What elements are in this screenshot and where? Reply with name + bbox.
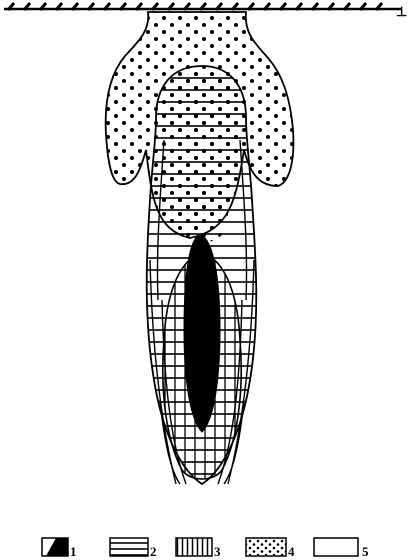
legend-label-4: 4 (288, 544, 295, 559)
legend-label-1: 1 (70, 544, 77, 559)
legend-item-1: 1 (42, 538, 77, 559)
legend-item-2: 2 (110, 538, 157, 559)
legend-item-3: 3 (176, 538, 221, 559)
corner-mark: ⊥ (396, 4, 407, 19)
zone-1-ore-body (184, 234, 220, 432)
legend-item-5: 5 (314, 538, 369, 559)
legend-label-2: 2 (150, 544, 157, 559)
legend-item-4: 4 (246, 538, 295, 559)
legend-label-3: 3 (214, 544, 221, 559)
legend: 1 2 3 4 5 (42, 538, 369, 559)
legend-label-5: 5 (362, 544, 369, 559)
